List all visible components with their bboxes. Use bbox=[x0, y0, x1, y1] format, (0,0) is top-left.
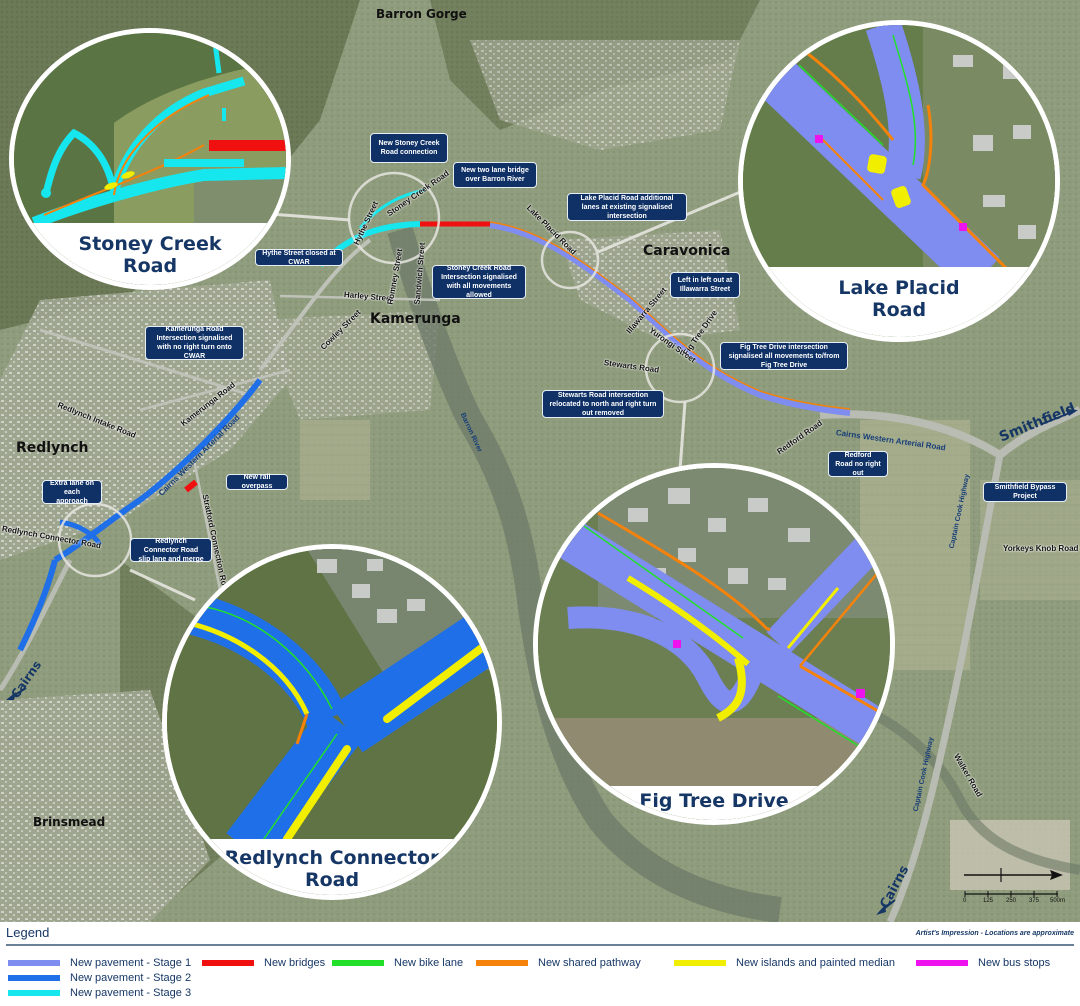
legend-label: New islands and painted median bbox=[736, 957, 895, 969]
inset-title-stoney-creek: Stoney Creek Road bbox=[14, 223, 286, 285]
place-brinsmead: Brinsmead bbox=[33, 815, 106, 829]
scale-tick: 125 bbox=[983, 898, 994, 904]
swatch-stage-1 bbox=[8, 960, 60, 966]
place-kamerunga: Kamerunga bbox=[370, 311, 461, 327]
inset-stoney-creek-road: Stoney Creek Road bbox=[9, 28, 291, 290]
legend-label: New bike lane bbox=[394, 957, 464, 969]
inset-title-fig-tree: Fig Tree Drive bbox=[538, 786, 890, 820]
inset-title-line2: Road bbox=[871, 299, 927, 321]
legend-label: New pavement - Stage 1 bbox=[70, 957, 192, 969]
callout-stoney-creek-intersection: Stoney Creek Road Intersection signalise… bbox=[432, 265, 526, 299]
place-caravonica: Caravonica bbox=[643, 243, 731, 259]
callout-new-rail-overpass: New rail overpass bbox=[226, 474, 288, 490]
scale-tick: 500m bbox=[1050, 898, 1066, 904]
inset-redlynch-drawing bbox=[167, 549, 497, 895]
callout-kamerunga-intersection: Kamerunga Road Intersection signalised w… bbox=[145, 326, 244, 360]
callout-new-bridge-barron-river: New two lane bridge over Barron River bbox=[453, 162, 537, 188]
inset-title-lake-placid: Lake Placid Road bbox=[743, 267, 1055, 337]
swatch-shared-pathway bbox=[476, 960, 528, 966]
place-redlynch: Redlynch bbox=[16, 440, 89, 456]
project-map: Barron Gorge Caravonica Kamerunga Redlyn… bbox=[0, 0, 1080, 922]
callout-new-stoney-creek-connection: New Stoney Creek Road connection bbox=[370, 133, 448, 163]
place-barron-gorge: Barron Gorge bbox=[376, 7, 467, 21]
legend-label: New pavement - Stage 2 bbox=[70, 972, 192, 984]
callout-smithfield-bypass: Smithfield Bypass Project bbox=[983, 482, 1067, 502]
swatch-islands-median bbox=[674, 960, 726, 966]
legend-item-pavement-stage-3: New pavement - Stage 3 bbox=[8, 987, 191, 999]
callout-lake-placid-lanes: Lake Placid Road additional lanes at exi… bbox=[567, 193, 687, 221]
inset-title-line1: Fig Tree Drive bbox=[639, 790, 789, 812]
inset-title-line2: Road bbox=[122, 255, 178, 277]
scale-tick: 250 bbox=[1006, 898, 1017, 904]
inset-fig-tree-drive: Fig Tree Drive bbox=[533, 463, 895, 825]
legend-item-pavement-stage-2: New pavement - Stage 2 bbox=[8, 972, 191, 984]
legend-label: New bus stops bbox=[978, 957, 1051, 969]
swatch-stage-3 bbox=[8, 990, 60, 996]
legend-title: Legend bbox=[6, 925, 50, 940]
inset-lake-placid-road: Lake Placid Road bbox=[738, 20, 1060, 342]
callout-stewarts-road-relocated: Stewarts Road intersection relocated to … bbox=[542, 390, 664, 418]
legend-label: New bridges bbox=[264, 957, 326, 969]
street-yorkeys-knob: Yorkeys Knob Road bbox=[1003, 544, 1079, 553]
inset-lake-placid-drawing bbox=[743, 25, 1055, 337]
legend-item-shared-pathway: New shared pathway bbox=[476, 957, 641, 969]
inset-title-redlynch: Redlynch Connector Road bbox=[167, 839, 497, 895]
legend-divider bbox=[6, 944, 1074, 946]
scale-bar: 0 125 250 375 500m bbox=[958, 898, 1078, 908]
callout-fig-tree-intersection: Fig Tree Drive intersection signalised a… bbox=[720, 342, 848, 370]
callout-illawarra-left-in-left-out: Left in left out at Illawarra Street bbox=[670, 272, 740, 298]
legend-item-pavement-stage-1: New pavement - Stage 1 bbox=[8, 957, 191, 969]
legend-item-bike-lane: New bike lane bbox=[332, 957, 463, 969]
inset-redlynch-connector-road: Redlynch Connector Road bbox=[162, 544, 502, 900]
inset-title-line1: Redlynch Connector bbox=[224, 847, 440, 869]
legend-item-new-bridges: New bridges bbox=[202, 957, 325, 969]
swatch-bike-lane bbox=[332, 960, 384, 966]
inset-title-line1: Lake Placid bbox=[838, 277, 960, 299]
swatch-bridges bbox=[202, 960, 254, 966]
swatch-bus-stops bbox=[916, 960, 968, 966]
legend-label: New shared pathway bbox=[538, 957, 641, 969]
callout-extra-lane-each-approach: Extra lane on each approach bbox=[42, 480, 102, 505]
scale-tick: 0 bbox=[963, 898, 967, 904]
legend-note: Artist's Impression - Locations are appr… bbox=[915, 930, 1074, 937]
legend-item-bus-stops: New bus stops bbox=[916, 957, 1050, 969]
legend-item-islands-median: New islands and painted median bbox=[674, 957, 895, 969]
swatch-stage-2 bbox=[8, 975, 60, 981]
inset-fig-tree-drawing bbox=[538, 468, 890, 820]
legend: Legend Artist's Impression - Locations a… bbox=[0, 922, 1080, 1006]
inset-title-line2: Road bbox=[304, 869, 360, 891]
inset-title-line1: Stoney Creek bbox=[78, 233, 222, 255]
scale-tick: 375 bbox=[1029, 898, 1040, 904]
legend-label: New pavement - Stage 3 bbox=[70, 987, 192, 999]
